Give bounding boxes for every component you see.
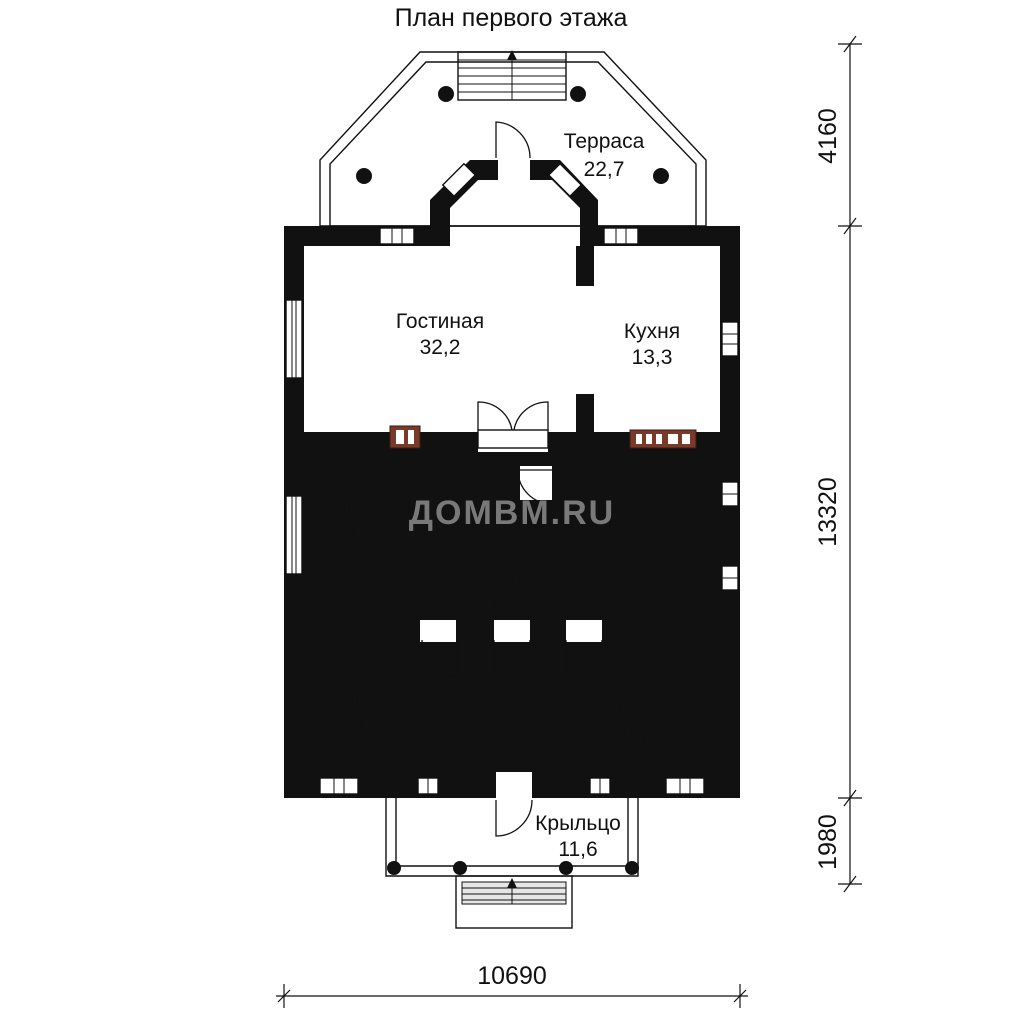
doors bbox=[421, 121, 603, 837]
windows bbox=[285, 162, 739, 795]
room-bedroom3-name: Спальня bbox=[596, 696, 680, 719]
dim-porch-depth: 1980 bbox=[814, 814, 842, 870]
room-porch-area: 11,6 bbox=[558, 838, 597, 861]
room-boiler-area: 5,8 bbox=[625, 486, 654, 509]
room-terrace-name: Терраса bbox=[564, 130, 645, 153]
room-bathroom-area: 7,2 bbox=[651, 576, 680, 599]
room-bedroom3-area: 12,8 bbox=[618, 722, 659, 745]
room-bedroom1-area: 13,8 bbox=[348, 522, 389, 545]
dimension-lines bbox=[276, 35, 862, 1008]
terrace-column bbox=[653, 168, 669, 184]
room-hall-name: Холл bbox=[483, 566, 533, 589]
room-vestibule-name-1: Тамбу bbox=[482, 678, 542, 701]
dim-house-depth: 13320 bbox=[814, 477, 842, 547]
terrace-column bbox=[356, 168, 372, 184]
room-kitchen-area: 13,3 bbox=[632, 346, 673, 369]
room-hall-area: 11,4 bbox=[488, 592, 528, 615]
room-boiler-name: Котельная bbox=[589, 460, 691, 483]
room-vestibule-name-2: р-бур bbox=[486, 704, 538, 727]
porch bbox=[385, 798, 639, 929]
room-bedroom2-area: 12,8 bbox=[356, 716, 397, 739]
room-kitchen-name: Кухня bbox=[624, 320, 680, 343]
room-vestibule-area: 6,3 bbox=[497, 732, 526, 755]
terrace-column bbox=[438, 86, 454, 102]
room-labels: Терраса 22,7 Гостиная 32,2 Кухня 13,3 Ко… bbox=[326, 130, 691, 861]
dim-width: 10690 bbox=[477, 962, 547, 990]
plan-title: План первого этажа bbox=[395, 4, 628, 32]
terrace-column bbox=[570, 86, 586, 102]
watermark: ДОМВМ.RU bbox=[409, 494, 615, 532]
terrace bbox=[319, 50, 707, 227]
room-bedroom1-name: Спальня bbox=[326, 496, 410, 519]
porch-stairs bbox=[455, 875, 573, 929]
fireplace bbox=[389, 425, 421, 449]
room-living-area: 32,2 bbox=[420, 336, 461, 359]
room-porch-name: Крыльцо bbox=[535, 812, 621, 835]
room-living-name: Гостиная bbox=[396, 310, 484, 333]
room-terrace-area: 22,7 bbox=[584, 158, 625, 181]
dim-terrace-depth: 4160 bbox=[814, 108, 842, 164]
room-bedroom2-name: Спальня bbox=[334, 688, 418, 711]
room-bathroom-name: С/У bbox=[649, 548, 684, 571]
